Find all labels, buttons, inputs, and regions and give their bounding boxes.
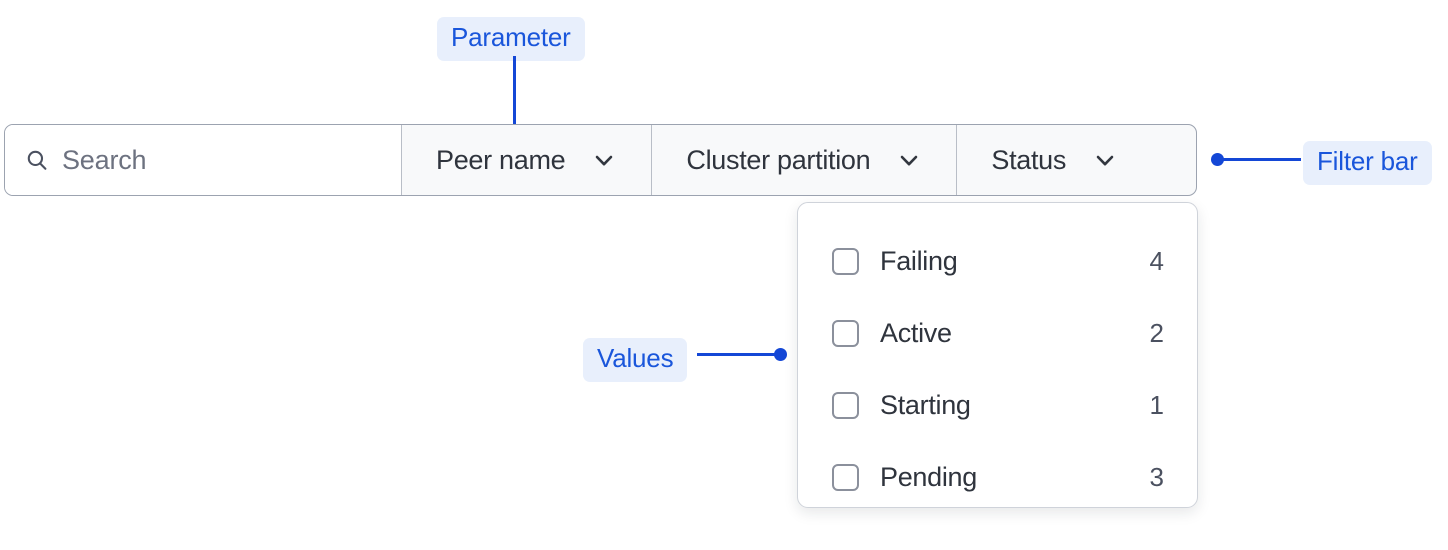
filter-segment-cluster-partition[interactable]: Cluster partition <box>652 125 958 195</box>
dropdown-option-starting-count: 1 <box>1149 389 1164 420</box>
callout-parameter: Parameter <box>437 17 585 61</box>
connector-filter-bar <box>1219 158 1301 161</box>
search-field[interactable]: Search <box>5 125 402 195</box>
chevron-down-icon <box>1092 147 1118 173</box>
checkbox-failing[interactable] <box>832 247 859 275</box>
filter-segment-cluster-partition-label: Cluster partition <box>686 144 871 175</box>
callout-parameter-label: Parameter <box>451 22 571 52</box>
dropdown-option-pending-count: 3 <box>1149 461 1164 492</box>
dropdown-option-pending-label: Pending <box>880 461 977 492</box>
chevron-down-icon <box>896 147 922 173</box>
checkbox-active[interactable] <box>832 319 859 347</box>
search-input-placeholder[interactable]: Search <box>62 144 147 175</box>
connector-parameter <box>513 56 516 144</box>
filter-segment-status-label: Status <box>991 144 1067 175</box>
dropdown-option-pending[interactable]: Pending 3 <box>798 441 1197 513</box>
callout-values-label: Values <box>597 343 674 373</box>
callout-filter-bar: Filter bar <box>1303 141 1432 185</box>
dropdown-option-failing[interactable]: Failing 4 <box>798 225 1197 297</box>
dropdown-option-starting[interactable]: Starting 1 <box>798 369 1197 441</box>
callout-filter-bar-label: Filter bar <box>1317 146 1418 176</box>
filter-bar: Search Peer name Cluster partition Statu… <box>4 124 1197 196</box>
checkbox-starting[interactable] <box>832 391 859 419</box>
connector-values <box>697 353 779 356</box>
filter-segment-peer-name[interactable]: Peer name <box>402 125 653 195</box>
chevron-down-icon <box>591 147 617 173</box>
dropdown-option-failing-count: 4 <box>1149 245 1164 276</box>
connector-dot-values <box>774 348 787 361</box>
search-icon <box>25 148 49 172</box>
status-filter-dropdown: Failing 4 Active 2 Starting 1 Pending 3 <box>797 202 1198 508</box>
dropdown-option-failing-label: Failing <box>880 245 958 276</box>
callout-values: Values <box>583 338 688 382</box>
dropdown-option-active-count: 2 <box>1149 317 1164 348</box>
dropdown-option-active[interactable]: Active 2 <box>798 297 1197 369</box>
connector-dot-filter-bar <box>1211 153 1224 166</box>
checkbox-pending[interactable] <box>832 463 859 491</box>
dropdown-option-active-label: Active <box>880 317 952 348</box>
filter-segment-peer-name-label: Peer name <box>436 144 566 175</box>
filter-segment-status[interactable]: Status <box>957 125 1153 195</box>
dropdown-option-starting-label: Starting <box>880 389 971 420</box>
